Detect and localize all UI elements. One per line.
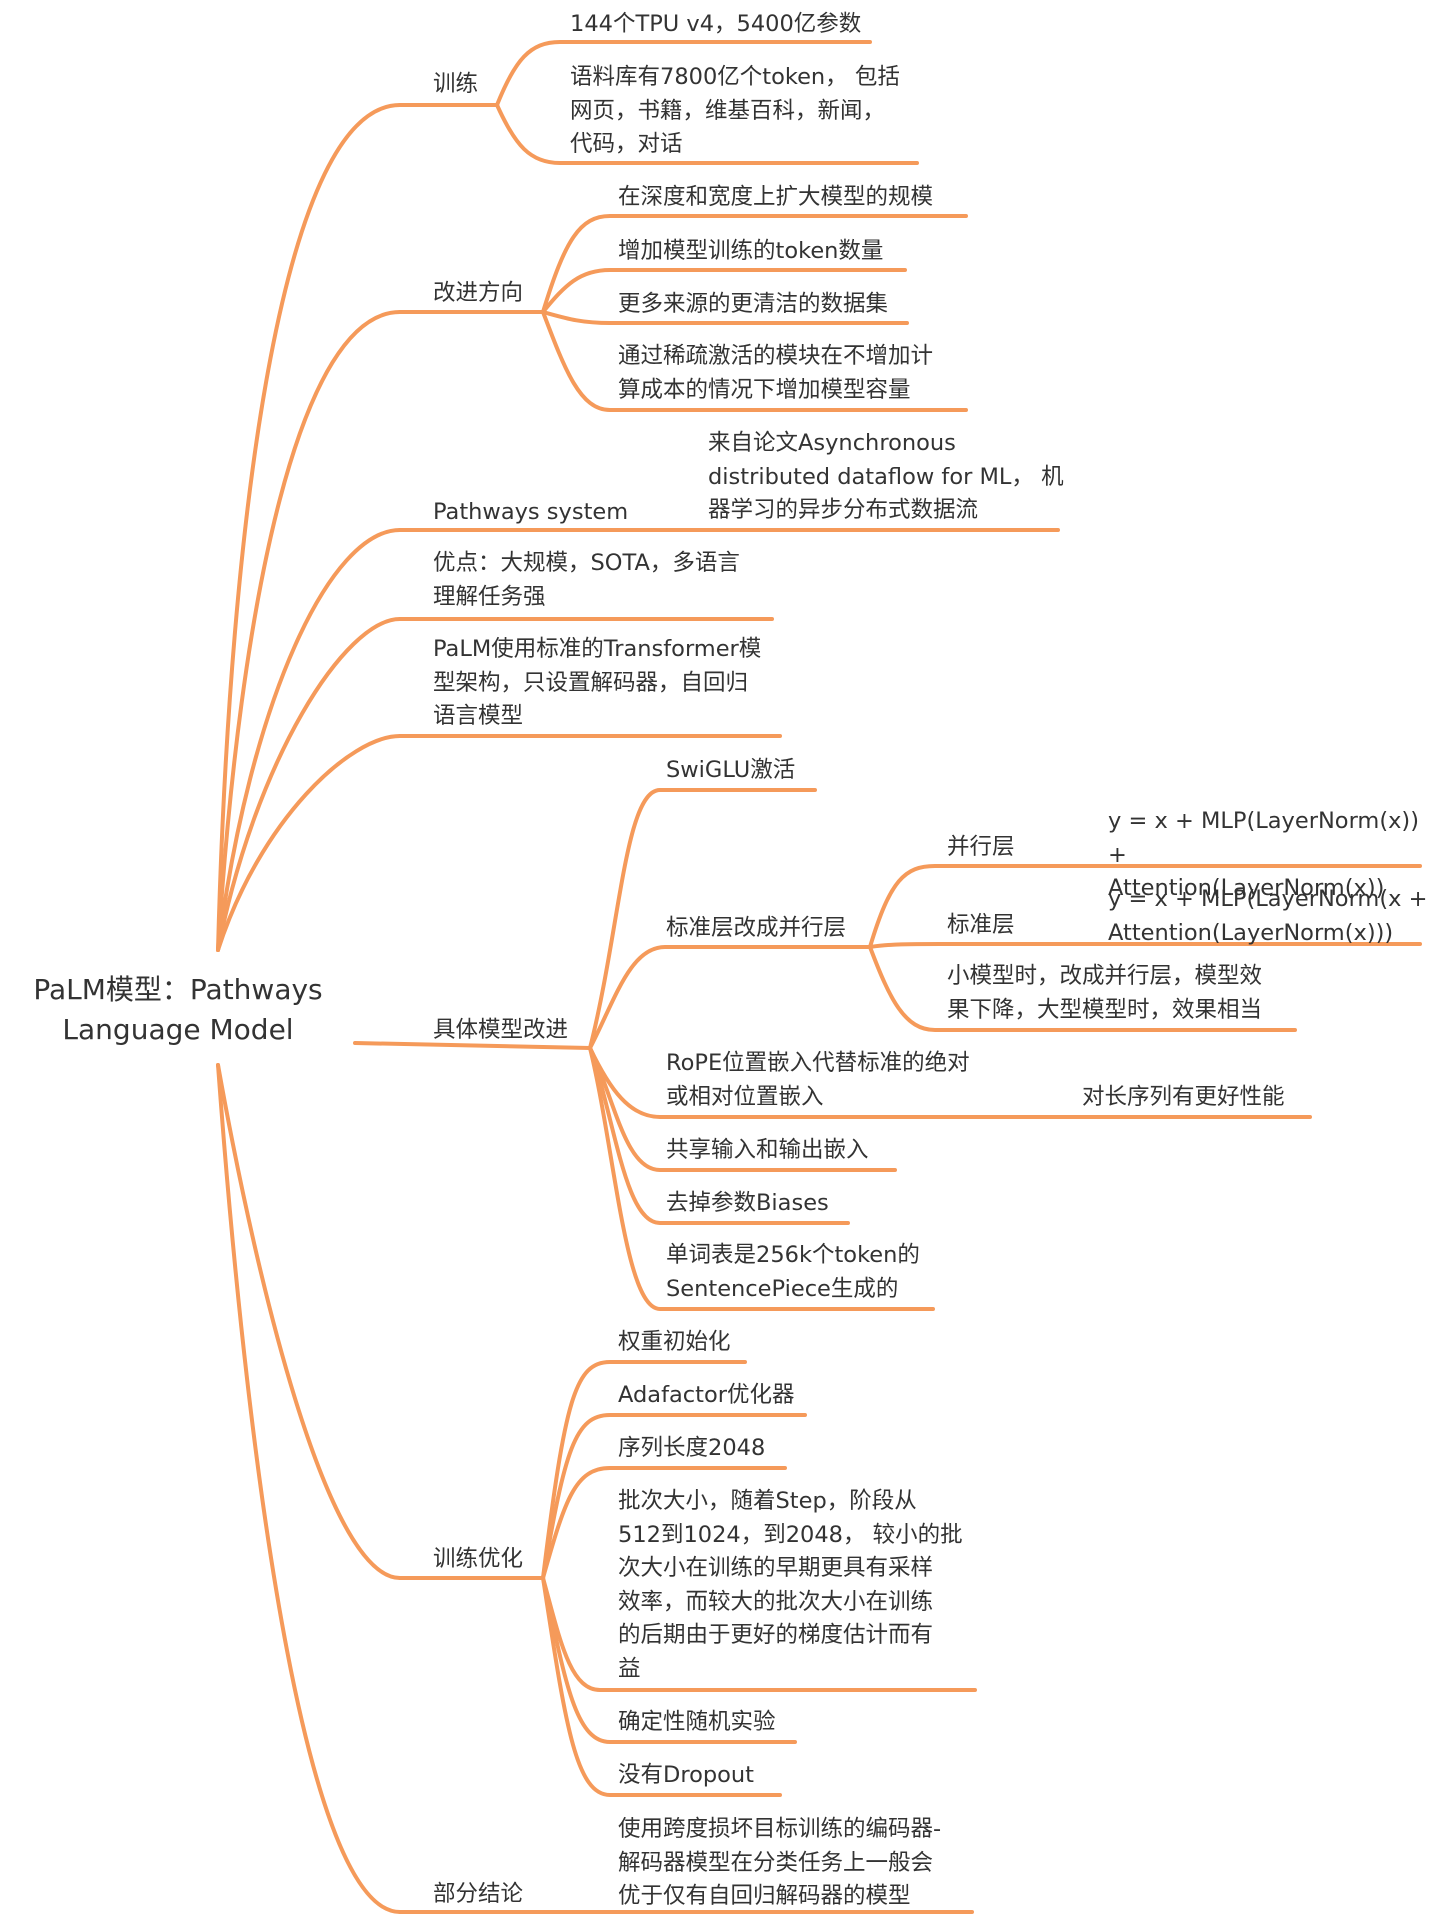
- node-trainopt-item-1[interactable]: 权重初始化: [618, 1329, 731, 1355]
- node-trainopt-item-5[interactable]: 确定性随机实验: [618, 1709, 776, 1735]
- node-model-vocab[interactable]: 单词表是256k个token的 SentencePiece生成的: [666, 1242, 920, 1302]
- branch-root-arch: [216, 734, 402, 952]
- node-conclusion[interactable]: 部分结论: [433, 1881, 524, 1907]
- node-trainopt-item-2[interactable]: Adafactor优化器: [618, 1382, 795, 1408]
- node-model-shared[interactable]: 共享输入和输出嵌入: [666, 1137, 869, 1163]
- branch-trainopt-3: [541, 1466, 787, 1580]
- node-advantages[interactable]: 优点：大规模，SOTA，多语言 理解任务强: [433, 550, 740, 610]
- node-standard-layer[interactable]: 标准层: [947, 912, 1015, 938]
- branch-model-vocab: [588, 1046, 935, 1311]
- branch-training-1: [495, 40, 872, 107]
- node-improve-item-4[interactable]: 通过稀疏激活的模块在不增加计 算成本的情况下增加模型容量: [618, 343, 934, 403]
- branch-trainopt-6: [541, 1576, 782, 1797]
- branch-parallel-note: [868, 945, 1297, 1032]
- node-trainopt-item-4[interactable]: 批次大小，随着Step，阶段从 512到1024，到2048， 较小的批 次大小…: [618, 1488, 963, 1682]
- node-model-rope[interactable]: RoPE位置嵌入代替标准的绝对 或相对位置嵌入: [666, 1050, 970, 1110]
- node-improve-item-2[interactable]: 增加模型训练的token数量: [618, 238, 884, 264]
- branch-root-advantages: [216, 617, 402, 952]
- node-parallel-layer[interactable]: 并行层: [947, 834, 1015, 860]
- branch-root-improve: [216, 310, 402, 952]
- branch-root-conclusion: [216, 1063, 402, 1914]
- node-model-parallel[interactable]: 标准层改成并行层: [666, 915, 847, 941]
- node-improve-item-1[interactable]: 在深度和宽度上扩大模型的规模: [618, 184, 934, 210]
- branch-model-parallel: [588, 945, 872, 1050]
- branch-trainopt-5: [541, 1576, 797, 1744]
- branch-improve-4: [541, 310, 968, 412]
- node-trainopt-item-3[interactable]: 序列长度2048: [618, 1435, 766, 1461]
- branch-parallel-layer: [868, 864, 1092, 949]
- branch-improve-2: [541, 268, 907, 314]
- node-improve-item-3[interactable]: 更多来源的更清洁的数据集: [618, 291, 889, 317]
- branch-root-training: [216, 103, 402, 952]
- branch-root-pathways: [216, 528, 402, 952]
- root-node[interactable]: PaLM模型：Pathways Language Model: [33, 973, 323, 1046]
- branch-model-swiglu: [588, 788, 817, 1050]
- node-conclusion-item-1[interactable]: 使用跨度损坏目标训练的编码器- 解码器模型在分类任务上一般会 优于仅有自回归解码…: [618, 1816, 942, 1909]
- branch-trainopt-1: [541, 1360, 747, 1580]
- node-trainopt[interactable]: 训练优化: [433, 1546, 524, 1572]
- node-pathways[interactable]: Pathways system: [433, 499, 629, 525]
- node-model-swiglu[interactable]: SwiGLU激活: [666, 757, 796, 783]
- branch-improve-1: [541, 214, 968, 314]
- branch-standard-layer: [868, 942, 1092, 949]
- node-training-item-2[interactable]: 语料库有7800亿个token， 包括 网页，书籍，维基百科，新闻， 代码，对话: [570, 64, 900, 157]
- branch-training-2: [495, 103, 919, 165]
- branch-trainopt-2: [541, 1413, 807, 1580]
- branch-improve-3: [541, 310, 909, 325]
- node-rope-detail[interactable]: 对长序列有更好性能: [1082, 1084, 1285, 1110]
- branch-model-biases: [588, 1046, 850, 1225]
- node-model[interactable]: 具体模型改进: [433, 1017, 569, 1043]
- node-training[interactable]: 训练: [433, 71, 479, 97]
- node-training-item-1[interactable]: 144个TPU v4，5400亿参数: [570, 11, 862, 37]
- branch-model-shared: [588, 1046, 897, 1172]
- node-model-biases[interactable]: 去掉参数Biases: [666, 1190, 829, 1216]
- node-pathways-item-1[interactable]: 来自论文Asynchronous distributed dataflow fo…: [708, 430, 1064, 523]
- node-architecture[interactable]: PaLM使用标准的Transformer模 型架构，只设置解码器，自回归 语言模…: [433, 636, 762, 729]
- branch-root-trainopt: [216, 1063, 402, 1580]
- node-standard-formula[interactable]: y = x + MLP(LayerNorm(x + Attention(Laye…: [1108, 886, 1428, 946]
- branch-root-model: [353, 1041, 592, 1050]
- node-improve[interactable]: 改进方向: [433, 280, 524, 306]
- node-trainopt-item-6[interactable]: 没有Dropout: [618, 1762, 754, 1788]
- node-parallel-formula[interactable]: y = x + MLP(LayerNorm(x)) + Attention(La…: [1108, 808, 1419, 901]
- node-parallel-note[interactable]: 小模型时，改成并行层，模型效 果下降，大型模型时，效果相当: [947, 963, 1263, 1023]
